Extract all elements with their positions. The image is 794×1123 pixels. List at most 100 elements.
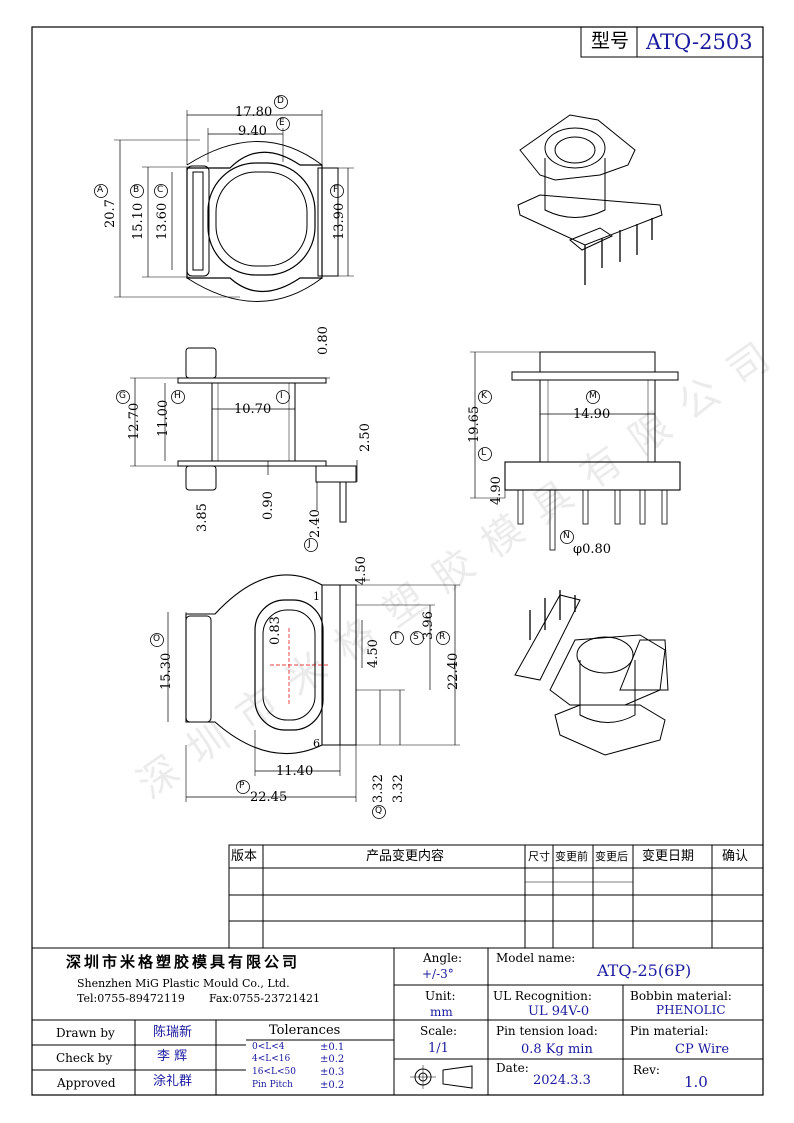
dim-p: 22.45: [250, 790, 288, 805]
company-name-cn: 深圳市米格塑胶模具有限公司: [66, 953, 301, 971]
dim-s: 3.96: [421, 611, 436, 640]
model-label: 型号: [591, 30, 630, 52]
tolerance-range-1: 0<L<4: [252, 1042, 285, 1052]
dim-g: 12.70: [127, 402, 142, 440]
marker-t: T: [393, 632, 399, 642]
pin-material-value: CP Wire: [675, 1042, 730, 1057]
rev-col-date: 变更日期: [642, 849, 695, 864]
tolerance-value-4: ±0.2: [320, 1080, 345, 1091]
marker-l: L: [481, 448, 487, 458]
dim-b: 15.10: [131, 202, 146, 240]
dim-r: 22.40: [446, 652, 461, 690]
rev-label: Rev:: [633, 1063, 660, 1077]
scale-value: 1/1: [428, 1041, 449, 1056]
bottom-view: [167, 574, 460, 802]
company-name-en: Shenzhen MiG Plastic Mould Co., Ltd.: [77, 977, 290, 990]
pin-tension-label: Pin tension load:: [496, 1024, 598, 1038]
marker-j: J: [308, 539, 311, 549]
pin-material-label: Pin material:: [630, 1024, 709, 1038]
dim-q-a: 3.32: [371, 774, 386, 803]
rev-col-after: 变更后: [595, 850, 628, 863]
dim-i: 10.70: [234, 402, 272, 417]
marker-e: E: [279, 118, 285, 128]
marker-a: A: [97, 185, 104, 195]
unit-value: mm: [430, 1005, 453, 1019]
marker-p: P: [239, 781, 245, 791]
tolerance-value-2: ±0.2: [320, 1054, 345, 1065]
marker-h: H: [174, 391, 181, 401]
company-fax: Fax:0755-23721421: [209, 992, 321, 1005]
rev-col-version: 版本: [231, 849, 258, 864]
dim-o: 15.30: [159, 652, 174, 690]
pin-tension-value: 0.8 Kg min: [521, 1042, 593, 1057]
dim-h: 11.00: [156, 399, 171, 437]
bobbin-material-value: PHENOLIC: [656, 1003, 726, 1017]
dim-f: 13.90: [332, 202, 347, 240]
angle-value: +/-3°: [422, 967, 454, 981]
isometric-view-upper: [517, 114, 663, 285]
drawn-by-label: Drawn by: [56, 1026, 115, 1040]
marker-i: I: [280, 391, 283, 401]
marker-q: Q: [375, 806, 383, 816]
model-name-label: Model name:: [496, 951, 576, 965]
check-by-label: Check by: [56, 1051, 113, 1065]
dim-j: 2.40: [308, 509, 323, 538]
tolerance-range-3: 16<L<50: [252, 1067, 296, 1077]
rev-col-size: 尺寸: [528, 850, 550, 863]
unit-label: Unit:: [425, 989, 456, 1003]
marker-n: N: [563, 531, 570, 541]
outer-frame: [31, 26, 764, 1096]
company-tel: Tel:0755-89472119: [77, 992, 185, 1005]
marker-c: C: [157, 185, 164, 195]
marker-m: M: [589, 391, 597, 401]
dim-a: 20.7: [103, 199, 118, 228]
dim-bottom-1140: 11.40: [276, 764, 314, 779]
pin-label-1: 1: [313, 590, 320, 603]
marker-k: K: [481, 391, 487, 401]
dim-l: 4.90: [489, 476, 504, 505]
dim-c: 13.60: [155, 202, 170, 240]
dim-side-250: 2.50: [358, 423, 373, 452]
tolerance-range-2: 4<L<16: [252, 1054, 291, 1064]
ul-label: UL Recognition:: [493, 989, 592, 1003]
date-value: 2024.3.3: [533, 1073, 591, 1088]
scale-label: Scale:: [420, 1024, 458, 1038]
dim-m: 14.90: [573, 407, 611, 422]
rev-col-confirm: 确认: [722, 849, 749, 864]
marker-b: B: [133, 185, 140, 195]
ul-value: UL 94V-0: [528, 1004, 590, 1019]
dim-d: 17.80: [235, 105, 273, 120]
tolerance-value-1: ±0.1: [320, 1042, 345, 1053]
dim-side-080: 0.80: [316, 326, 331, 355]
rev-col-content: 产品变更内容: [366, 849, 445, 864]
date-label: Date:: [496, 1061, 529, 1075]
rev-col-before: 变更前: [555, 850, 588, 863]
dim-side-385: 3.85: [195, 503, 210, 532]
watermark: 深圳市米格塑胶模具有限公司: [129, 323, 794, 808]
drawn-by-value: 陈瑞新: [153, 1025, 193, 1040]
model-header-box: [580, 26, 764, 58]
marker-d: D: [277, 96, 284, 106]
approved-label: Approved: [57, 1076, 116, 1090]
pin-label-6: 6: [313, 737, 320, 750]
top-view: [114, 110, 354, 302]
marker-o: O: [153, 634, 161, 644]
dim-e: 9.40: [238, 124, 267, 139]
angle-label: Angle:: [423, 951, 463, 965]
front-view: [470, 351, 681, 551]
dim-k: 19.65: [467, 405, 482, 443]
title-block: [31, 947, 764, 1096]
isometric-view-lower: [514, 590, 669, 756]
tolerances-label: Tolerances: [269, 1023, 341, 1038]
marker-f: F: [333, 185, 339, 195]
approved-value: 涂礼群: [153, 1074, 193, 1089]
bobbin-material-label: Bobbin material:: [630, 989, 732, 1003]
dim-bottom-083: 0.83: [268, 616, 283, 645]
marker-r: R: [439, 632, 446, 642]
model-value: ATQ-2503: [646, 30, 753, 54]
dim-n: φ0.80: [573, 542, 612, 557]
tolerance-range-4: Pin Pitch: [252, 1080, 293, 1090]
rev-value: 1.0: [684, 1073, 708, 1091]
marker-circles: [94, 95, 600, 819]
